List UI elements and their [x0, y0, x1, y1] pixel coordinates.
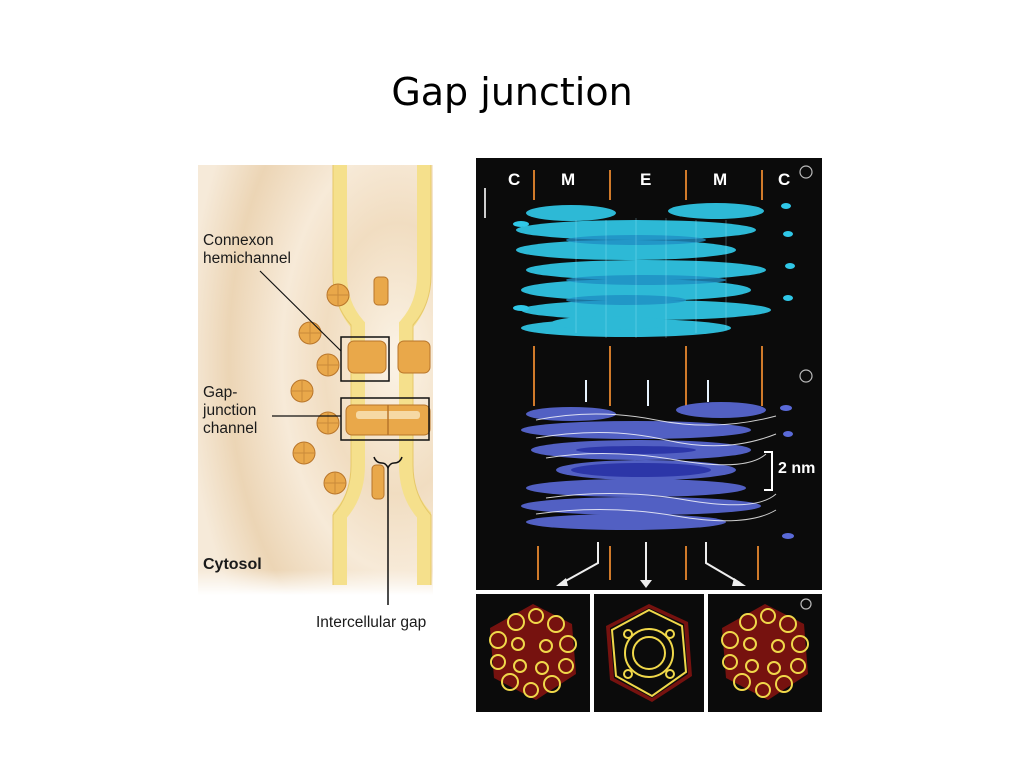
em-letter-m-left: M [561, 170, 576, 189]
em-letter-c-right: C [778, 170, 791, 189]
gap-junction-diagram [198, 165, 433, 605]
scale-label: 2 nm [778, 460, 816, 477]
arrows [561, 542, 741, 584]
ring-right [721, 598, 812, 700]
electron-density-panel [476, 158, 822, 590]
blue-density-map [521, 402, 766, 530]
hemichannel [347, 340, 387, 374]
ring-middle [606, 604, 692, 702]
em-letter-m-right: M [713, 170, 728, 189]
right-membrane [399, 165, 431, 585]
em-letter-c-left: C [508, 170, 521, 189]
connexon-label: Connexon hemichannel [203, 232, 291, 267]
cytosol-label: Cytosol [203, 556, 262, 573]
ring-left [489, 604, 577, 700]
em-letter-e: E [640, 170, 652, 189]
gap-junction-channel-label: Gap- junction channel [203, 384, 258, 437]
hemichannel-box [340, 336, 390, 382]
intercellular-gap-label: Intercellular gap [316, 614, 427, 631]
channel-box [340, 397, 430, 441]
ring-panels [476, 594, 822, 712]
page-title: Gap junction [391, 70, 633, 114]
